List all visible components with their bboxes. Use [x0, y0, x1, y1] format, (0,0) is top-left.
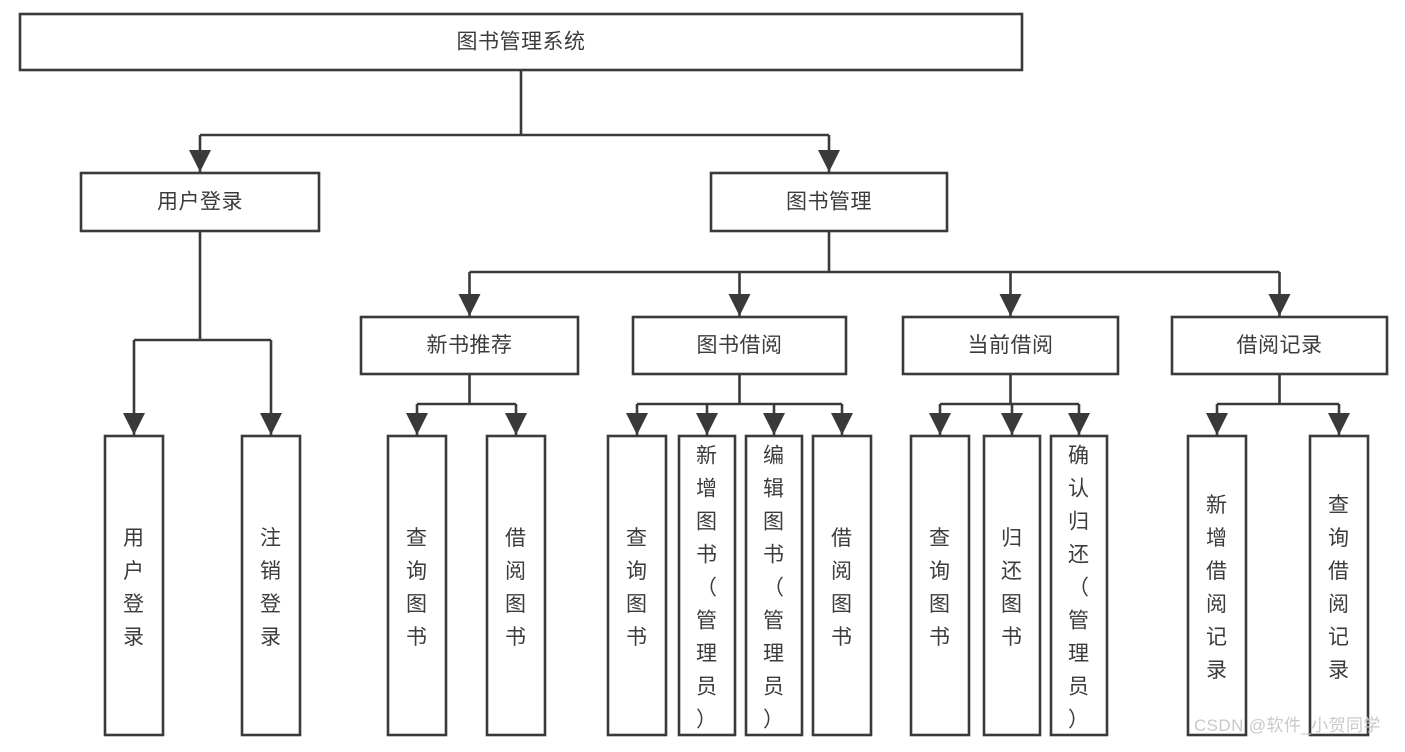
- node-leaf-query-book-1[interactable]: 查询图书: [386, 434, 448, 737]
- node-label-user-login: 用户登录: [157, 191, 243, 214]
- node-label-borrow-record: 借阅记录: [1237, 334, 1323, 357]
- node-box-book-borrow: [631, 315, 848, 376]
- node-label-leaf-add-record: 新增借阅记录: [1206, 494, 1228, 682]
- node-label-leaf-user-login: 用户登录: [123, 527, 145, 649]
- arrow-leaf-borrow-book-2: [831, 413, 853, 435]
- node-label-leaf-borrow-book-1: 借阅图书: [505, 527, 527, 649]
- node-box-leaf-borrow-book-1: [485, 434, 547, 737]
- arrow-leaf-query-book-2: [626, 413, 648, 435]
- arrow-leaf-confirm-return: [1068, 413, 1090, 435]
- node-box-leaf-add-book: [677, 434, 737, 737]
- connectors-layer: [123, 70, 1350, 435]
- node-leaf-query-book-3[interactable]: 查询图书: [909, 434, 971, 737]
- node-leaf-borrow-book-1[interactable]: 借阅图书: [485, 434, 547, 737]
- node-box-leaf-confirm-return: [1049, 434, 1109, 737]
- node-label-leaf-confirm-return: 确认归还（管理员）: [1068, 445, 1090, 732]
- node-box-leaf-add-record: [1186, 434, 1248, 737]
- node-leaf-edit-book[interactable]: 编辑图书（管理员）: [744, 434, 804, 737]
- node-label-leaf-query-book-2: 查询图书: [626, 527, 648, 649]
- node-box-leaf-logout: [240, 434, 302, 737]
- node-box-user-login: [79, 171, 321, 233]
- node-leaf-confirm-return[interactable]: 确认归还（管理员）: [1049, 434, 1109, 737]
- node-label-current-borrow: 当前借阅: [968, 334, 1054, 357]
- node-label-leaf-borrow-book-2: 借阅图书: [831, 527, 853, 649]
- node-box-new-book-recommend: [359, 315, 580, 376]
- node-box-leaf-borrow-book-2: [811, 434, 873, 737]
- node-box-leaf-query-record: [1308, 434, 1370, 737]
- node-box-leaf-query-book-3: [909, 434, 971, 737]
- node-box-leaf-query-book-1: [386, 434, 448, 737]
- arrow-leaf-edit-book: [763, 413, 785, 435]
- node-leaf-add-book[interactable]: 新增图书（管理员）: [677, 434, 737, 737]
- node-box-leaf-edit-book: [744, 434, 804, 737]
- node-box-current-borrow: [901, 315, 1120, 376]
- node-book-manage[interactable]: 图书管理: [709, 171, 949, 233]
- node-box-borrow-record: [1170, 315, 1389, 376]
- node-box-leaf-query-book-2: [606, 434, 668, 737]
- arrow-leaf-add-book: [696, 413, 718, 435]
- arrow-leaf-add-record: [1206, 413, 1228, 435]
- node-borrow-record[interactable]: 借阅记录: [1170, 315, 1389, 376]
- node-label-book-borrow: 图书借阅: [697, 334, 783, 357]
- arrow-new-book-recommend: [458, 294, 481, 316]
- node-label-root: 图书管理系统: [457, 31, 586, 54]
- node-box-book-manage: [709, 171, 949, 233]
- node-current-borrow[interactable]: 当前借阅: [901, 315, 1120, 376]
- node-label-leaf-query-book-1: 查询图书: [406, 527, 428, 649]
- arrow-leaf-logout: [260, 413, 282, 435]
- node-box-root: [18, 12, 1024, 72]
- node-label-leaf-query-book-3: 查询图书: [929, 527, 951, 649]
- node-leaf-borrow-book-2[interactable]: 借阅图书: [811, 434, 873, 737]
- nodes-layer: 图书管理系统用户登录图书管理新书推荐图书借阅当前借阅借阅记录用户登录注销登录查询…: [18, 12, 1389, 737]
- node-leaf-query-book-2[interactable]: 查询图书: [606, 434, 668, 737]
- arrow-leaf-borrow-book-1: [505, 413, 527, 435]
- node-leaf-query-record[interactable]: 查询借阅记录: [1308, 434, 1370, 737]
- arrow-leaf-query-book-3: [929, 413, 951, 435]
- arrow-leaf-query-record: [1328, 413, 1350, 435]
- csdn-watermark: CSDN @软件_小贺同学: [1194, 716, 1381, 735]
- node-leaf-user-login[interactable]: 用户登录: [103, 434, 165, 737]
- arrow-user-login: [189, 150, 211, 172]
- node-label-leaf-edit-book: 编辑图书（管理员）: [763, 445, 785, 732]
- node-label-book-manage: 图书管理: [786, 191, 872, 214]
- node-leaf-add-record[interactable]: 新增借阅记录: [1186, 434, 1248, 737]
- arrow-book-manage: [818, 150, 840, 172]
- node-label-leaf-add-book: 新增图书（管理员）: [696, 445, 718, 732]
- arrow-leaf-return-book: [1001, 413, 1023, 435]
- node-label-leaf-logout: 注销登录: [260, 527, 282, 649]
- node-label-new-book-recommend: 新书推荐: [427, 334, 513, 357]
- arrow-borrow-record: [1268, 294, 1291, 316]
- arrow-leaf-user-login: [123, 413, 145, 435]
- node-user-login[interactable]: 用户登录: [79, 171, 321, 233]
- node-box-leaf-user-login: [103, 434, 165, 737]
- arrow-leaf-query-book-1: [406, 413, 428, 435]
- node-leaf-return-book[interactable]: 归还图书: [982, 434, 1042, 737]
- node-label-leaf-return-book: 归还图书: [1001, 527, 1023, 649]
- node-root[interactable]: 图书管理系统: [18, 12, 1024, 72]
- arrow-book-borrow: [728, 294, 751, 316]
- node-box-leaf-return-book: [982, 434, 1042, 737]
- node-new-book-recommend[interactable]: 新书推荐: [359, 315, 580, 376]
- node-book-borrow[interactable]: 图书借阅: [631, 315, 848, 376]
- node-label-leaf-query-record: 查询借阅记录: [1328, 494, 1350, 682]
- arrow-current-borrow: [999, 294, 1022, 316]
- node-leaf-logout[interactable]: 注销登录: [240, 434, 302, 737]
